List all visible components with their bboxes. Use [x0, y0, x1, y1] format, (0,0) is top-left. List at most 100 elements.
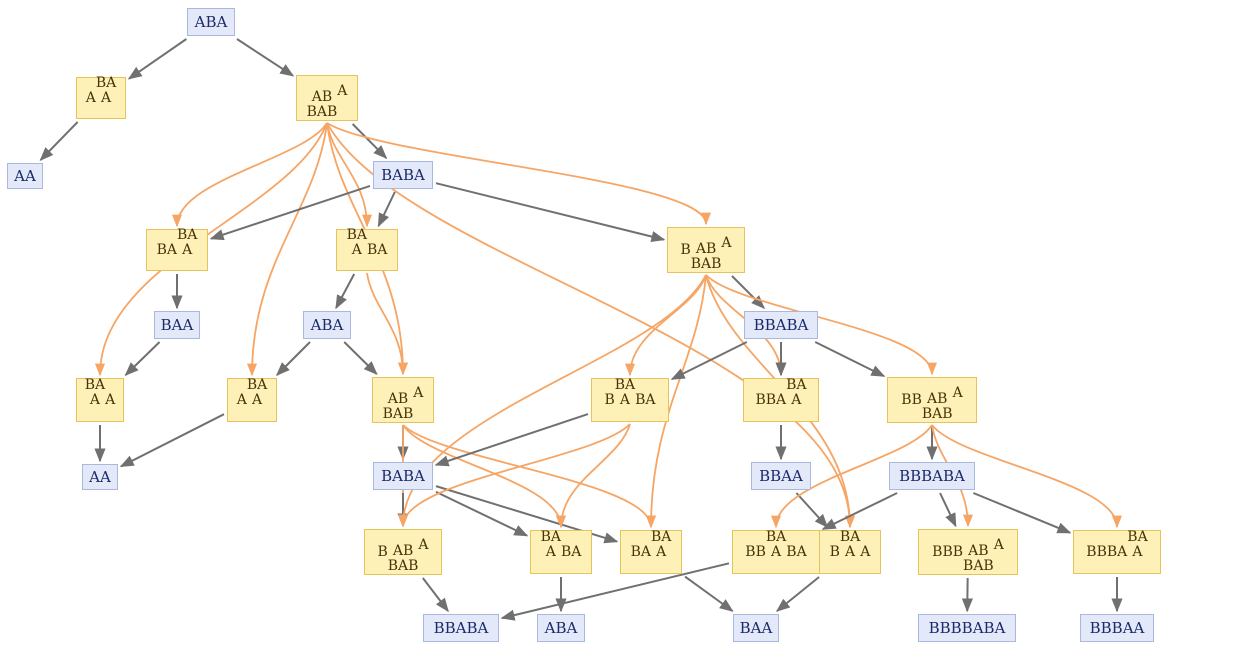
- label-fragment: BBB: [932, 543, 964, 560]
- label-fragment: A: [337, 82, 348, 99]
- label-fragment: BBA: [755, 391, 787, 408]
- rule-edge: [402, 424, 656, 529]
- label-fragment: BB: [901, 391, 922, 408]
- derivation-edge: [795, 492, 829, 529]
- node-label: BAA: [160, 316, 194, 334]
- label-stack-line: BAB: [921, 406, 953, 422]
- label-fragment: BA: [367, 241, 388, 258]
- label-stack-line: BAB: [382, 406, 414, 422]
- string-node: BBAA: [751, 462, 811, 490]
- label-fragment: A: [413, 384, 424, 401]
- string-node: BAA: [154, 311, 200, 339]
- label-fragment: BA: [630, 543, 651, 560]
- label-fragment: BA: [156, 241, 177, 258]
- label-stack-line: BAB: [690, 256, 722, 272]
- node-label: BBAA: [759, 467, 803, 485]
- rule-edge: [326, 122, 711, 226]
- node-label: AA: [14, 167, 36, 185]
- label-stack-line: BAB: [387, 558, 419, 574]
- label-stack-line: A: [771, 544, 782, 560]
- label-fragment: A: [860, 543, 871, 560]
- string-node: ABA: [303, 311, 351, 339]
- derivation-edge: [435, 490, 529, 537]
- label-fragment: BA: [561, 543, 582, 560]
- label-stack-line: A: [619, 392, 630, 408]
- derivation-edge: [236, 38, 295, 77]
- rule-edge: [770, 424, 933, 529]
- node-label: BBBBABA: [928, 619, 1006, 637]
- string-node: BABA: [373, 462, 433, 490]
- label-stack-line: BA: [177, 227, 198, 243]
- label-fragment: B: [604, 391, 615, 408]
- string-node: BABA: [373, 161, 433, 189]
- label-fragment: A: [952, 384, 963, 401]
- label-fragment: A: [236, 391, 247, 408]
- label-stack-line: A: [1132, 544, 1143, 560]
- derivation-edge: [335, 273, 356, 310]
- derivation-edge: [814, 341, 886, 378]
- derivation-edge: [775, 576, 820, 612]
- label-fragment: BBBA: [1086, 543, 1128, 560]
- rule-edge: [402, 424, 567, 529]
- label-fragment: B: [680, 241, 691, 258]
- label-fragment: BA: [786, 543, 807, 560]
- string-node: BBABA: [423, 614, 499, 642]
- derivation-edge: [731, 275, 765, 309]
- node-label: BAA: [739, 619, 773, 637]
- label-stack-line: A: [545, 544, 556, 560]
- label-stack-line: BA: [246, 377, 268, 393]
- label-stack-line: A: [656, 544, 667, 560]
- string-node: BBABA: [744, 311, 818, 339]
- rule-edge: [366, 272, 409, 376]
- derivation-edge: [377, 191, 396, 228]
- label-stack-line: BA: [614, 377, 636, 393]
- label-stack-line: AB: [695, 241, 717, 257]
- node-label: ABA: [194, 13, 228, 31]
- label-fragment: B: [377, 543, 388, 560]
- label-stack-line: BAB: [963, 558, 994, 574]
- label-stack-line: BA: [346, 227, 367, 243]
- label-stack-line: A: [101, 90, 112, 106]
- label-fragment: A: [993, 536, 1004, 553]
- derivation-edge: [351, 123, 388, 159]
- rule-edge: [705, 274, 937, 376]
- rule-edge: [94, 122, 328, 377]
- derivation-edge: [939, 492, 957, 528]
- node-label: BBBAA: [1089, 619, 1145, 637]
- string-node: BBBBABA: [918, 614, 1016, 642]
- label-stack-line: A: [845, 544, 856, 560]
- label-stack-line: AB: [927, 391, 948, 407]
- rule-edge: [326, 122, 373, 228]
- node-label: BABA: [381, 166, 425, 184]
- label-stack-line: BA: [1127, 529, 1148, 545]
- rule-edge: [246, 122, 328, 377]
- label-stack-line: BA: [95, 75, 117, 91]
- string-node: BAA: [733, 614, 779, 642]
- label-stack-line: BA: [84, 377, 106, 393]
- label-fragment: B: [829, 543, 840, 560]
- derivation-edge: [435, 182, 666, 243]
